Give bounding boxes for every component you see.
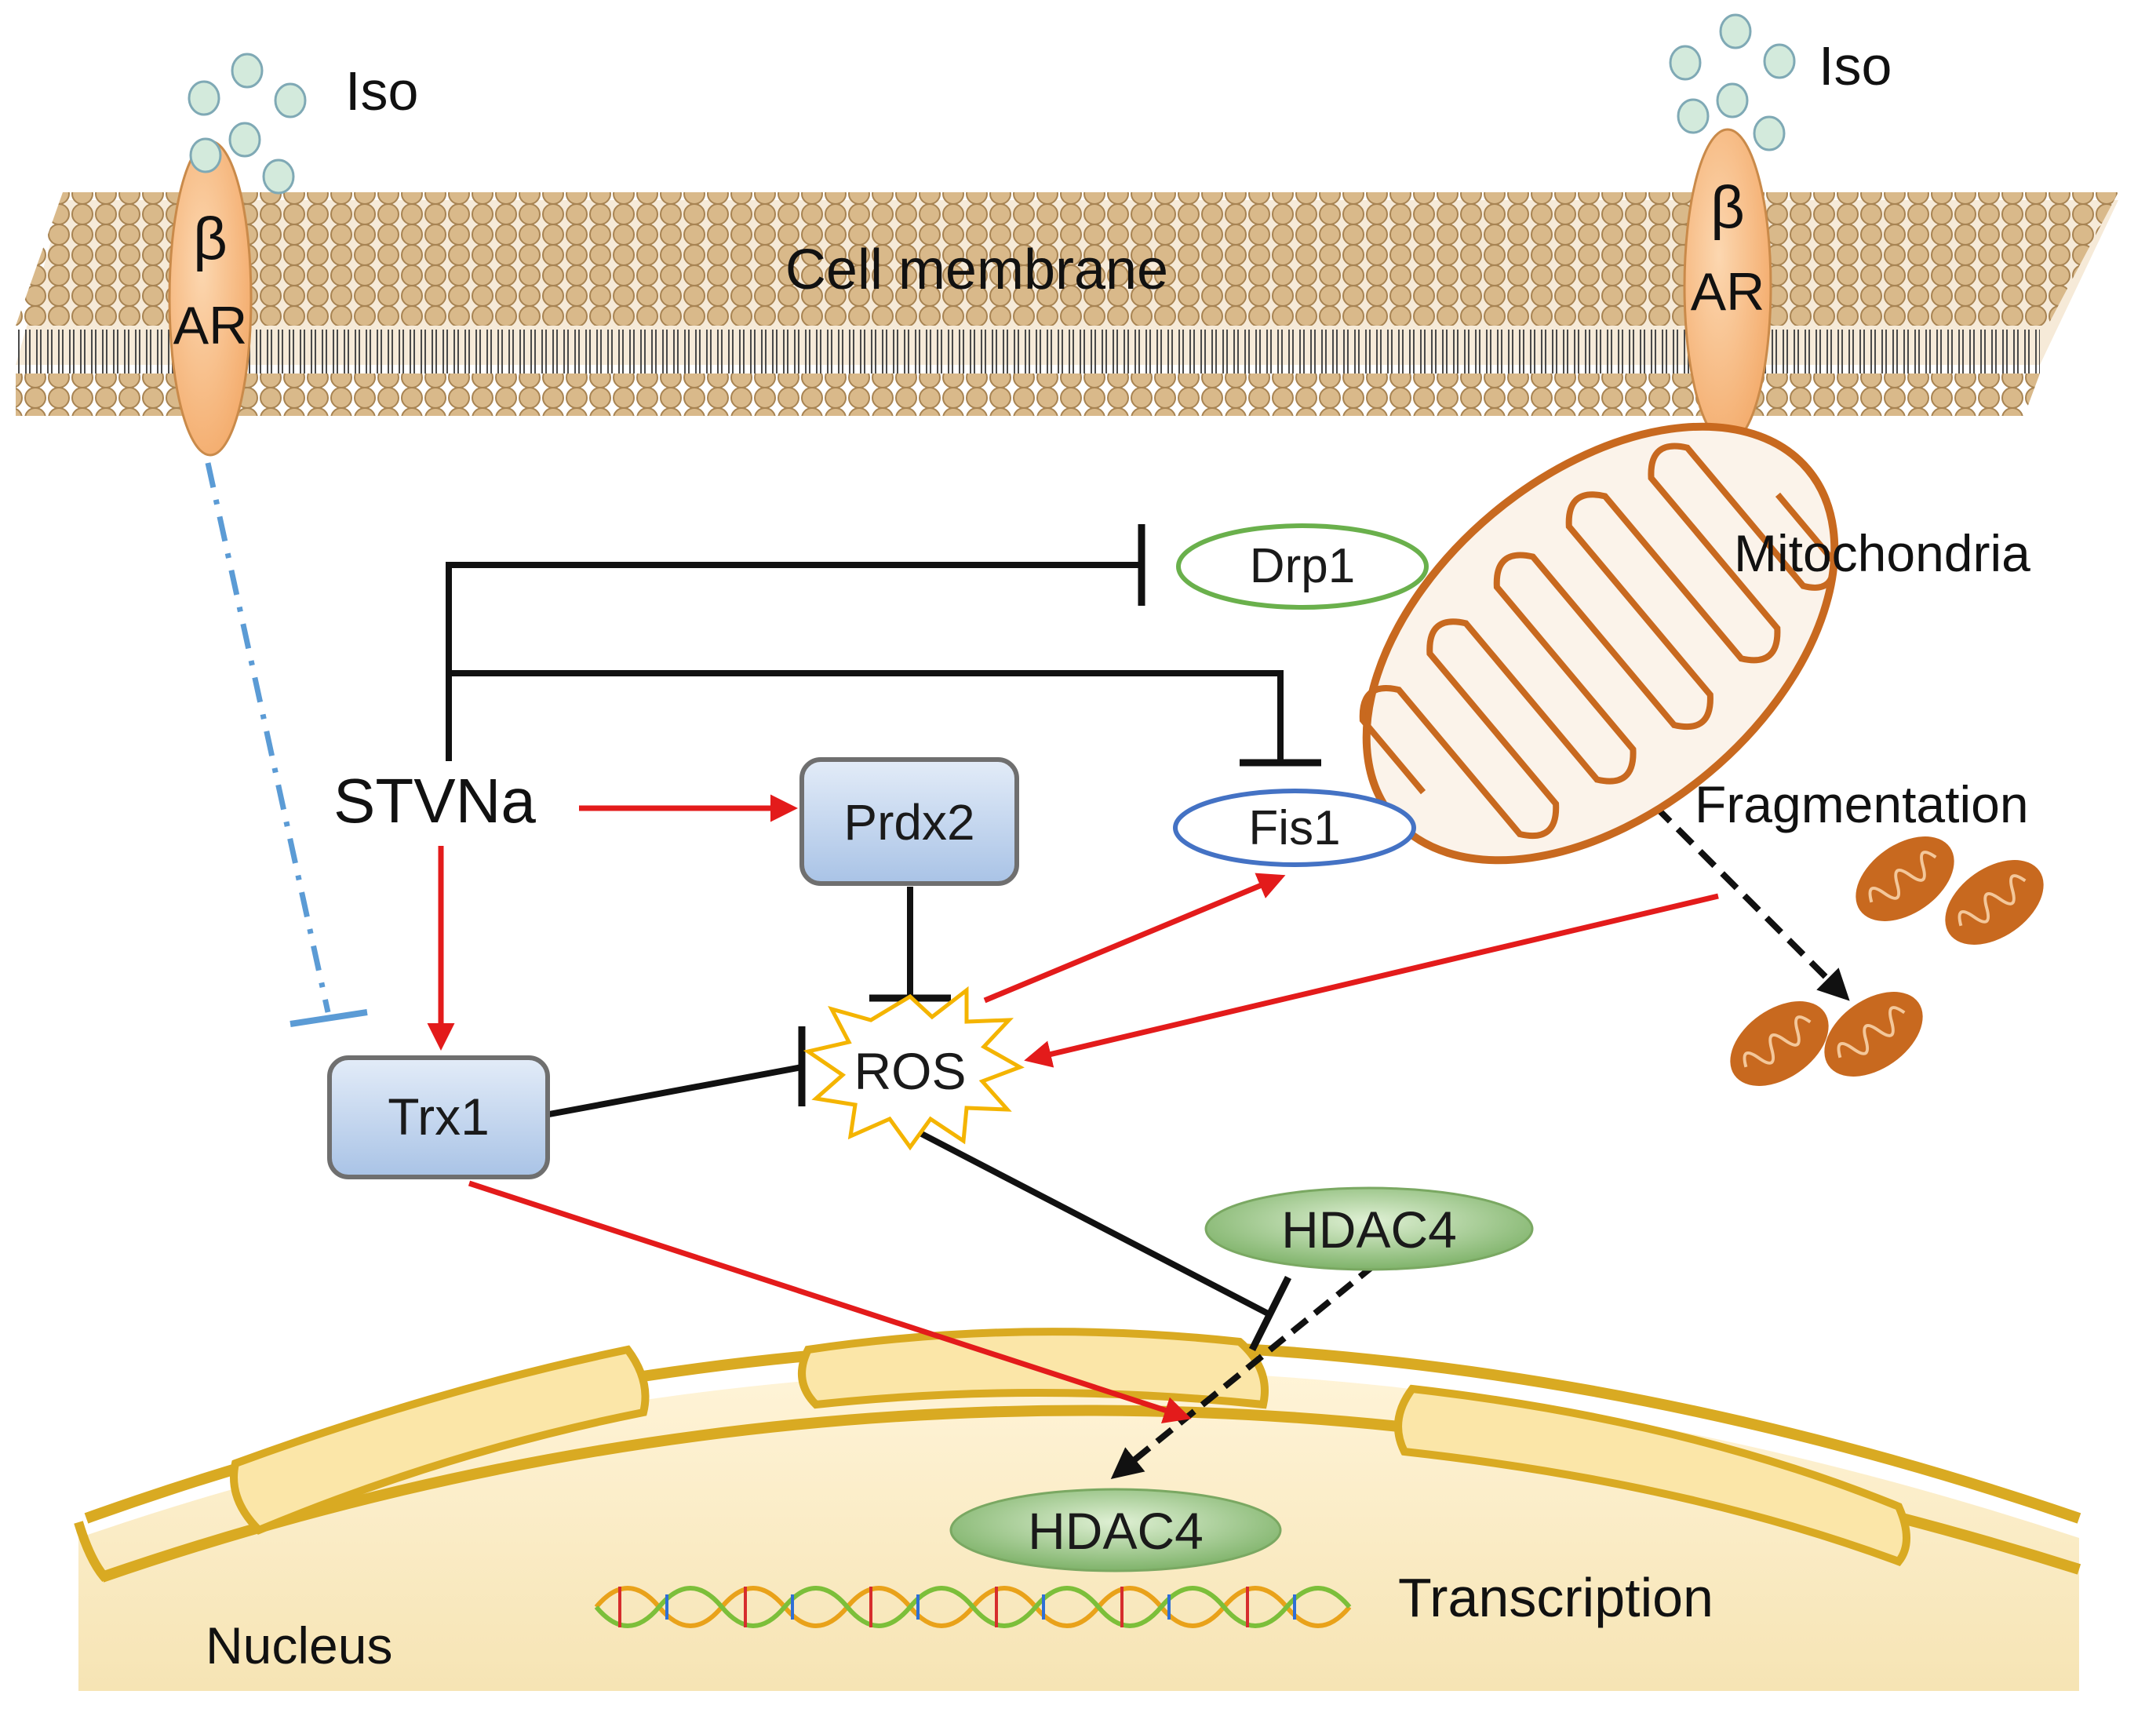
- ros-label: ROS: [854, 1042, 966, 1100]
- cell-membrane-label: Cell membrane: [785, 239, 1168, 301]
- trx1-label: Trx1: [388, 1088, 490, 1146]
- drp1-label: Drp1: [1250, 539, 1355, 593]
- dna-helix: [594, 1586, 1352, 1628]
- fis1-label: Fis1: [1248, 801, 1340, 855]
- hdac4-nucleus-label: HDAC4: [1028, 1502, 1204, 1560]
- fragmentation-activates-ros: [1024, 893, 1719, 1068]
- ros-node: ROS: [803, 986, 1025, 1151]
- iso-ligands-left: [188, 53, 307, 195]
- stvna-inhibits-drp1-line: [446, 562, 1142, 761]
- prdx2-node: Prdx2: [799, 757, 1019, 886]
- receptor-inhibits-trx1-bar: [290, 1009, 368, 1027]
- transcription-label: Transcription: [1398, 1567, 1714, 1628]
- iso-label-right: Iso: [1819, 35, 1892, 97]
- hdac4-cytoplasm-label: HDAC4: [1281, 1201, 1457, 1259]
- nucleus-label: Nucleus: [206, 1616, 392, 1674]
- receptor-inhibits-trx1-line: [205, 462, 331, 1013]
- beta-symbol-left: β: [193, 206, 228, 272]
- mitochondria-label: Mitochondria: [1734, 524, 2030, 582]
- beta-symbol-right: β: [1710, 174, 1745, 241]
- mitochondria-fragmentation-arrow: [1631, 782, 1850, 1001]
- trx1-node: Trx1: [327, 1055, 550, 1179]
- fis1-node: Fis1: [1173, 789, 1416, 867]
- hdac4-nucleus-node: HDAC4: [949, 1488, 1282, 1572]
- stvna-label: STVNa: [333, 766, 536, 836]
- ar-label-right: AR: [1691, 262, 1764, 322]
- trx1-activates-nuclear-hdac4: [468, 1180, 1192, 1423]
- fragmentation-label: Fragmentation: [1695, 775, 2029, 833]
- iso-label-left: Iso: [345, 60, 418, 122]
- hdac4-translocation-arrow: [1110, 1262, 1377, 1480]
- ros-inhibits-hdac4-bar: [1248, 1275, 1292, 1352]
- ros-inhibits-hdac4-line: [912, 1127, 1271, 1317]
- ros-activates-fis1: [983, 873, 1286, 1004]
- mitochondrion: [1359, 422, 1839, 865]
- ar-label-left: AR: [173, 296, 247, 355]
- iso-ligands-right: [1669, 13, 1796, 151]
- cell-membrane: [16, 192, 2118, 416]
- stvna-inhibits-fis1-line: [449, 670, 1284, 761]
- prdx2-label: Prdx2: [843, 794, 974, 851]
- drp1-node: Drp1: [1176, 523, 1429, 610]
- fragmented-mitochondria: [1730, 836, 2044, 1086]
- trx1-inhibits-ros-line: [548, 1064, 803, 1117]
- hdac4-cytoplasm-node: HDAC4: [1204, 1186, 1534, 1271]
